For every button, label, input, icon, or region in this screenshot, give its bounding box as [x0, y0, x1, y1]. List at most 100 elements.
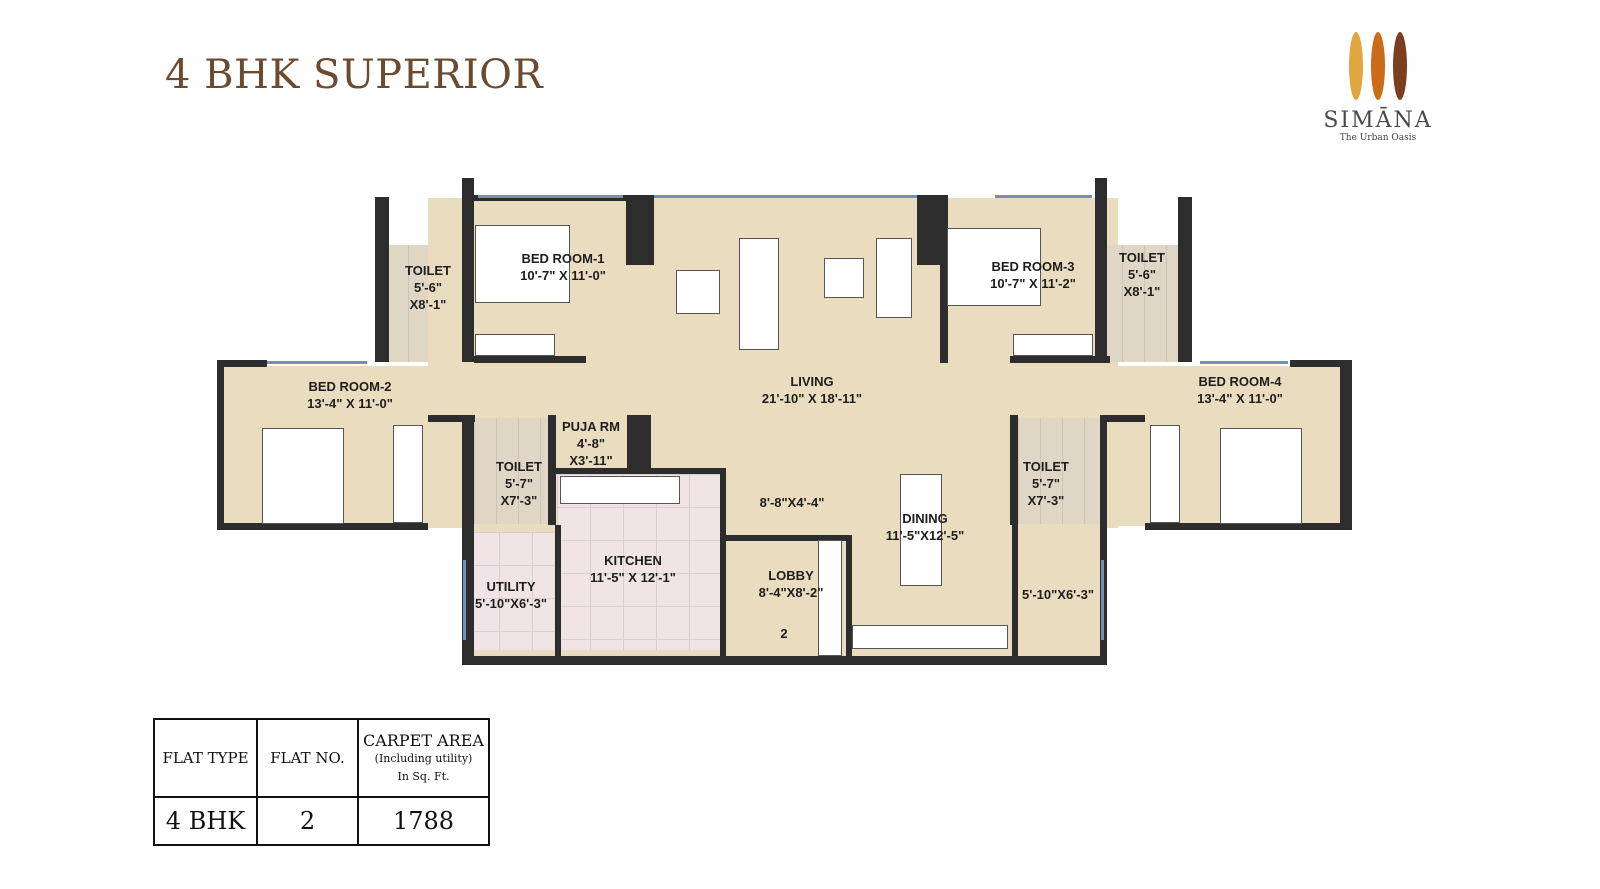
- room-dimension: 11'-5"X12'-5": [885, 528, 965, 543]
- wall: [720, 468, 726, 658]
- room-dimension: 10'-7" X 11'-0": [520, 268, 606, 283]
- shoe-rack: [818, 540, 842, 656]
- sofa: [876, 238, 912, 318]
- wall: [217, 360, 224, 530]
- room-dimension: 11'-5" X 12'-1": [590, 570, 676, 585]
- window: [267, 361, 367, 364]
- wall: [375, 197, 389, 362]
- room-name: TOILET: [496, 459, 542, 474]
- wall: [462, 656, 1107, 665]
- toilet-top-right-label: TOILET 5'-6" X8'-1": [1119, 249, 1165, 300]
- room-name: DINING: [902, 511, 948, 526]
- bedroom-3-label: BED ROOM-3 10'-7" X 11'-2": [990, 258, 1076, 292]
- wall: [1012, 525, 1018, 658]
- carpet-area-table: FLAT TYPE FLAT NO. CARPET AREA (Includin…: [153, 718, 490, 846]
- bedroom-1-label: BED ROOM-1 10'-7" X 11'-0": [520, 250, 606, 284]
- wall: [428, 415, 475, 422]
- counter: [852, 625, 1008, 649]
- coffee-table: [676, 270, 720, 314]
- wall: [1100, 415, 1107, 665]
- room-name: TOILET: [1119, 250, 1165, 265]
- passage-label: 8'-8"X4'-4": [760, 494, 825, 511]
- carpet-area-sub1: (Including utility): [374, 751, 473, 765]
- wardrobe: [475, 334, 555, 356]
- room-name: UTILITY: [486, 579, 536, 594]
- wall: [555, 468, 725, 474]
- lobby-label: LOBBY 8'-4"X8'-2": [759, 567, 824, 601]
- wall: [1145, 523, 1352, 530]
- bed-4: [1220, 428, 1302, 524]
- toilet-bottom-left-floor: [474, 418, 554, 524]
- room-name: PUJA RM: [561, 419, 621, 434]
- bed-2: [262, 428, 344, 524]
- page-title: 4 BHK SUPERIOR: [165, 52, 544, 98]
- wardrobe: [1150, 425, 1180, 523]
- wall: [474, 195, 654, 201]
- toilet-bottom-left-label: TOILET 5'-7" X7'-3": [496, 458, 542, 509]
- wall: [548, 415, 556, 525]
- window: [478, 195, 623, 198]
- dining-label: DINING 11'-5"X12'-5": [886, 510, 965, 544]
- utility-right-label: 5'-10"X6'-3": [1022, 586, 1094, 603]
- room-name: TOILET: [1023, 459, 1069, 474]
- flat-number: 2: [780, 626, 788, 641]
- bed-3: [947, 228, 1041, 306]
- wall: [555, 525, 561, 658]
- toilet-top-right-floor: [1100, 245, 1188, 362]
- room-dimension: X8'-1": [1123, 284, 1161, 299]
- room-dimension: 10'-7" X 11'-2": [990, 276, 1076, 291]
- carpet-area-value: 1788: [357, 796, 490, 846]
- flat-type-value: 4 BHK: [153, 796, 258, 846]
- room-name: BED ROOM-2: [308, 379, 392, 394]
- room-dimension: 5'-7": [504, 476, 534, 491]
- room-dimension: X3'-11": [569, 453, 613, 468]
- coffee-table: [824, 258, 864, 298]
- kitchen-counter: [560, 476, 680, 504]
- room-dimension: X7'-3": [1027, 493, 1065, 508]
- table-row: 4 BHK 2 1788: [153, 796, 490, 846]
- simana-logo: SIMĀNA The Urban Oasis: [1318, 30, 1438, 155]
- wardrobe: [393, 425, 423, 523]
- leaf-logo-icon: [1349, 32, 1407, 100]
- room-dimension: 13'-4" X 11'-0": [1197, 391, 1283, 406]
- carpet-area-sub2: In Sq. Ft.: [397, 769, 450, 783]
- room-name: TOILET: [405, 263, 451, 278]
- sofa: [739, 238, 779, 350]
- window: [654, 195, 917, 198]
- room-dimension: 5'-6": [413, 280, 443, 295]
- wall: [462, 178, 474, 362]
- room-name: LIVING: [790, 374, 834, 389]
- wall: [1340, 360, 1352, 530]
- logo-brand: SIMĀNA: [1323, 108, 1433, 133]
- room-name: KITCHEN: [604, 553, 662, 568]
- utility-right-floor: [1016, 532, 1102, 650]
- room-dimension: 21'-10" X 18'-11": [761, 391, 863, 406]
- room-name: LOBBY: [768, 568, 814, 583]
- window: [995, 195, 1092, 198]
- wall: [627, 415, 651, 470]
- puja-room-label: PUJA RM 4'-8" X3'-11": [562, 418, 620, 469]
- room-dimension: 5'-10"X6'-3": [475, 596, 547, 611]
- utility-label: UTILITY 5'-10"X6'-3": [475, 578, 547, 612]
- wall: [626, 195, 654, 265]
- wall: [846, 535, 852, 660]
- room-name: BED ROOM-1: [521, 251, 605, 266]
- bedroom-2-label: BED ROOM-2 13'-4" X 11'-0": [307, 378, 393, 412]
- room-dimension: 5'-6": [1127, 267, 1157, 282]
- room-dimension: 5'-10"X6'-3": [1022, 587, 1094, 602]
- flat-no-value: 2: [256, 796, 359, 846]
- table-header-row: FLAT TYPE FLAT NO. CARPET AREA (Includin…: [153, 718, 490, 798]
- room-dimension: X8'-1": [409, 297, 447, 312]
- toilet-bottom-right-label: TOILET 5'-7" X7'-3": [1023, 458, 1069, 509]
- logo-tagline: The Urban Oasis: [1339, 133, 1417, 143]
- room-name: BED ROOM-3: [991, 259, 1075, 274]
- bedroom-4-label: BED ROOM-4 13'-4" X 11'-0": [1197, 373, 1283, 407]
- wall: [1100, 415, 1145, 422]
- wall: [726, 535, 851, 541]
- toilet-top-left-label: TOILET 5'-6" X8'-1": [405, 262, 451, 313]
- dining-table: [900, 474, 942, 586]
- wall: [474, 356, 586, 363]
- wall: [1290, 360, 1350, 367]
- bed-1: [475, 225, 570, 303]
